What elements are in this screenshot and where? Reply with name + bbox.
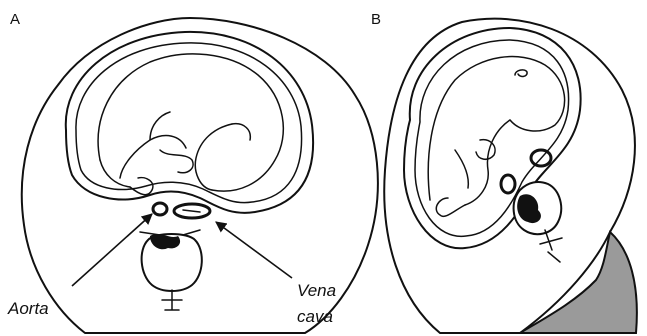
panel-b: B [371,11,637,333]
spine-b [514,182,562,262]
panel-b-letter: B [371,11,381,28]
vessels-a [153,203,210,218]
spine-a [140,230,202,310]
panel-a-amnion [76,43,302,203]
panel-a: A [7,11,378,333]
vena-cava-label-line1: Vena [297,281,336,300]
aorta-label: Aorta [7,299,49,318]
panel-a-uterus [66,32,313,213]
aorta-arrow [72,214,152,286]
panel-a-letter: A [10,11,20,28]
fetus-a [98,54,283,195]
vena-cava-arrow [216,222,292,278]
liver-b [520,232,637,333]
vena-cava-label-line2: cava [297,307,333,326]
